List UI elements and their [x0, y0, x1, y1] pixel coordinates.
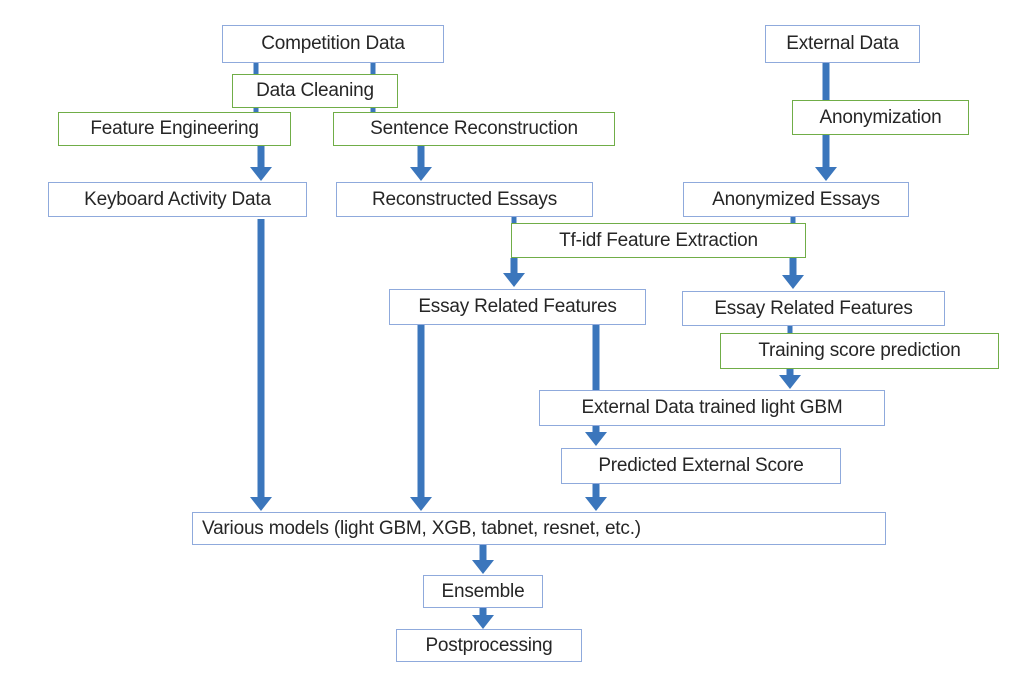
node-external-data: External Data [765, 25, 920, 63]
arrow-head-icon [585, 497, 607, 511]
arrow-shaft [479, 608, 487, 618]
node-anonymization: Anonymization [792, 100, 969, 135]
node-label: Tf-idf Feature Extraction [559, 229, 758, 251]
node-label: External Data [786, 33, 899, 54]
node-label: Various models (light GBM, XGB, tabnet, … [202, 517, 641, 539]
arrow-shaft [510, 258, 518, 276]
node-label: External Data trained light GBM [581, 397, 843, 418]
arrow-essay-related-features-left-to-light-gbm [584, 325, 608, 390]
arrow-sentence-reconstruction-to-reconstructed-essays [409, 146, 433, 181]
node-sentence-reconstruction: Sentence Reconstruction [333, 112, 615, 146]
arrow-head-icon [585, 432, 607, 446]
arrow-head-icon [779, 375, 801, 389]
arrow-shaft [822, 135, 830, 170]
node-external-data-trained-light-gbm: External Data trained light GBM [539, 390, 885, 426]
node-label: Postprocessing [425, 634, 553, 656]
node-training-score-prediction: Training score prediction [720, 333, 999, 369]
arrow-head-icon [410, 167, 432, 181]
node-various-models: Various models (light GBM, XGB, tabnet, … [192, 512, 886, 545]
arrow-feature-engineering-to-keyboard-activity-data [249, 146, 273, 181]
arrow-ensemble-to-postprocessing [471, 608, 495, 629]
node-ensemble: Ensemble [423, 575, 543, 608]
node-label: Anonymized Essays [712, 188, 880, 210]
node-tfidf-feature-extraction: Tf-idf Feature Extraction [511, 223, 806, 258]
node-label: Sentence Reconstruction [370, 118, 578, 139]
node-label: Essay Related Features [418, 296, 617, 317]
node-essay-related-features-right: Essay Related Features [682, 291, 945, 326]
node-label: Anonymization [819, 106, 942, 128]
node-essay-related-features-left: Essay Related Features [389, 289, 646, 325]
node-competition-data: Competition Data [222, 25, 444, 63]
arrow-shaft [786, 369, 794, 378]
arrow-various-models-to-ensemble [471, 545, 495, 574]
arrow-shaft [253, 62, 259, 75]
node-label: Feature Engineering [90, 118, 259, 139]
arrow-shaft [253, 107, 259, 113]
node-label: Predicted External Score [598, 455, 804, 476]
arrow-head-icon [815, 167, 837, 181]
arrow-anonymized-essays-to-tfidf [781, 217, 805, 223]
arrow-head-icon [472, 560, 494, 574]
node-reconstructed-essays: Reconstructed Essays [336, 182, 593, 217]
arrow-head-icon [472, 615, 494, 629]
arrow-competition-data-to-data-cleaning-left [244, 62, 268, 75]
arrow-shaft [370, 62, 376, 75]
arrow-shaft [787, 326, 793, 333]
arrow-head-icon [503, 273, 525, 287]
arrow-data-cleaning-to-sentence-reconstruction [361, 107, 385, 113]
arrow-data-cleaning-to-feature-engineering [244, 107, 268, 113]
arrow-shaft [370, 107, 376, 113]
arrow-keyboard-activity-data-to-various-models [249, 219, 273, 511]
node-postprocessing: Postprocessing [396, 629, 582, 662]
node-anonymized-essays: Anonymized Essays [683, 182, 909, 217]
arrow-shaft [479, 545, 487, 563]
arrow-training-score-prediction-to-light-gbm [778, 369, 802, 389]
arrow-shaft [257, 146, 265, 170]
arrow-shaft [789, 258, 797, 278]
node-label: Competition Data [261, 33, 405, 54]
arrow-head-icon [782, 275, 804, 289]
arrow-reconstructed-essays-to-tfidf [502, 217, 526, 223]
node-label: Reconstructed Essays [371, 188, 558, 210]
node-feature-engineering: Feature Engineering [58, 112, 291, 146]
arrow-shaft [417, 146, 425, 170]
arrow-shaft [592, 484, 600, 500]
arrow-shaft [822, 62, 830, 100]
arrow-tfidf-to-essay-related-features-right [781, 258, 805, 289]
arrow-tfidf-to-essay-related-features-left [502, 258, 526, 287]
node-predicted-external-score: Predicted External Score [561, 448, 841, 484]
node-data-cleaning: Data Cleaning [232, 74, 398, 108]
arrow-shaft [417, 325, 425, 500]
arrow-essay-related-features-right-to-training-score-prediction [778, 326, 802, 333]
arrow-head-icon [250, 497, 272, 511]
arrow-head-icon [410, 497, 432, 511]
arrow-shaft [592, 426, 600, 435]
node-label: Keyboard Activity Data [84, 188, 271, 210]
arrow-external-data-to-anonymization [814, 62, 838, 100]
arrow-anonymization-to-anonymized-essays [814, 135, 838, 181]
arrow-competition-data-to-data-cleaning-right [361, 62, 385, 75]
arrow-shaft [592, 325, 600, 390]
arrow-head-icon [250, 167, 272, 181]
node-label: Ensemble [441, 580, 525, 602]
arrow-shaft [790, 217, 796, 223]
arrow-shaft [511, 217, 517, 223]
arrow-light-gbm-to-predicted-external-score [584, 426, 608, 446]
node-label: Data Cleaning [256, 80, 374, 101]
arrow-essay-related-features-left-to-various-models [409, 325, 433, 511]
arrow-predicted-external-score-to-various-models [584, 484, 608, 511]
arrow-shaft [257, 219, 265, 500]
node-label: Training score prediction [758, 340, 961, 361]
node-label: Essay Related Features [714, 297, 913, 319]
node-keyboard-activity-data: Keyboard Activity Data [48, 182, 307, 217]
